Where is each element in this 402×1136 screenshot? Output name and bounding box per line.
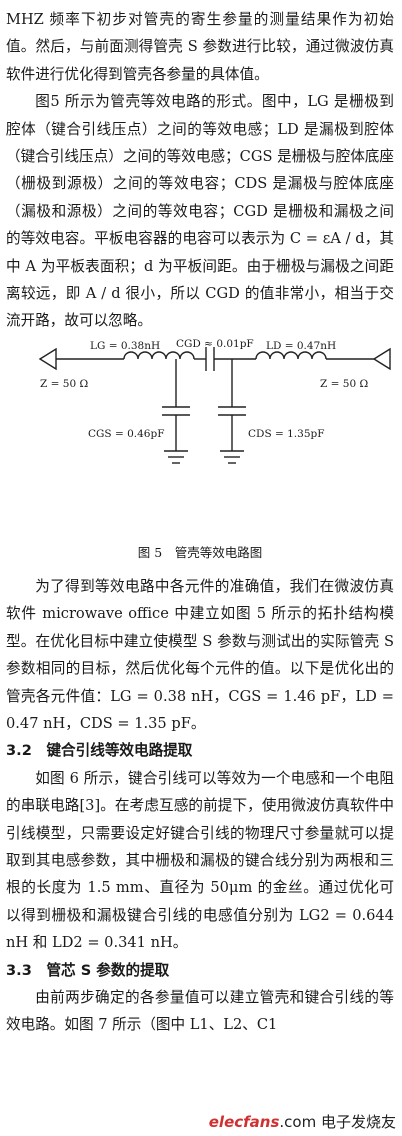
watermark-brand: elecfans	[208, 1113, 280, 1131]
paragraph-optimization: 为了得到等效电路中各元件的准确值，我们在微波仿真软件 microwave off…	[6, 577, 394, 732]
watermark-cn: 电子发烧友	[320, 1113, 396, 1131]
paragraph-die-sparams: 由前两步确定的各参量值可以建立管壳和键合引线的等效电路。如图 7 所示（图中 L…	[6, 988, 394, 1034]
label-lg: LG = 0.38nH	[90, 340, 160, 352]
article-body: MHZ 频率下初步对管壳的寄生参量的测量结果作为初始值。然后，与前面测得管壳 S…	[6, 11, 394, 1034]
label-cds: CDS = 1.35pF	[248, 428, 325, 440]
figure-5: LG = 0.38nH CGD ≈ 0.01pF LD = 0.47nH Z =…	[6, 339, 394, 533]
section-heading-3-3: 3.3 管芯 S 参数的提取	[6, 961, 170, 979]
label-cgd: CGD ≈ 0.01pF	[176, 339, 254, 350]
label-ld: LD = 0.47nH	[266, 340, 336, 352]
inductor-ld	[255, 351, 327, 359]
paragraph-figure5-description: 图5 所示为管壳等效电路的形式。图中，LG 是栅极到腔体（键合引线压点）之间的等…	[6, 93, 394, 330]
inductor-lg	[123, 351, 195, 359]
paragraph-intro: MHZ 频率下初步对管壳的寄生参量的测量结果作为初始值。然后，与前面测得管壳 S…	[6, 11, 394, 83]
label-cgs: CGS = 0.46pF	[88, 428, 164, 440]
left-port-icon	[38, 347, 57, 371]
paragraph-bond-wire: 如图 6 所示，键合引线可以等效为一个电感和一个电阻的串联电路[3]。在考虑互感…	[6, 769, 394, 952]
label-z-right: Z = 50 Ω	[320, 378, 368, 390]
right-port-icon	[372, 347, 391, 371]
label-z-left: Z = 50 Ω	[40, 378, 88, 390]
circuit-diagram: LG = 0.38nH CGD ≈ 0.01pF LD = 0.47nH Z =…	[38, 339, 391, 464]
watermark-suffix: .com	[279, 1113, 317, 1131]
elecfans-watermark: elecfans.com 电子发烧友	[209, 1111, 396, 1132]
figure-caption: 图 5 管壳等效电路图	[137, 544, 263, 560]
section-heading-3-2: 3.2 键合引线等效电路提取	[6, 742, 193, 760]
